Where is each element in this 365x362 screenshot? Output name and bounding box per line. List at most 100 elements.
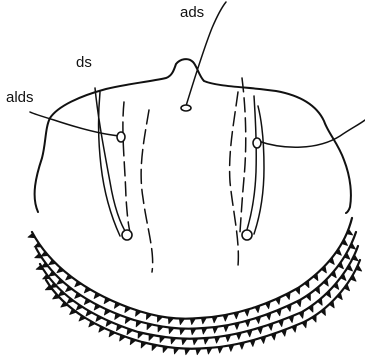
scale-tooth [261, 336, 266, 343]
scale-tooth [49, 271, 56, 276]
scale-tooth [182, 339, 187, 345]
scale-tooth [229, 345, 234, 352]
scale-tooth [147, 324, 152, 330]
scale-tooth [338, 262, 344, 269]
scale-tooth [321, 308, 326, 315]
scale-tooth [226, 335, 231, 342]
scale-tooth [218, 347, 223, 353]
scale-tooth [234, 312, 239, 319]
scale-tooth [190, 318, 195, 324]
scale-tooth [75, 293, 82, 299]
scale-tooth [130, 339, 136, 345]
label-ads: ads [180, 4, 204, 21]
scale-tooth [255, 306, 260, 313]
scale-tooth [43, 274, 50, 279]
scale-tooth [193, 339, 198, 345]
scale-tooth [75, 281, 82, 287]
scale-tooth [333, 282, 338, 289]
scale-tooth [158, 326, 163, 332]
ads-socket [181, 105, 191, 111]
scale-tooth [250, 340, 255, 347]
right-inner-ridge [230, 92, 239, 266]
scale-tooth [185, 349, 190, 355]
left-dorsal-socket [122, 230, 132, 240]
alds-seta [30, 112, 120, 136]
scale-tooth [174, 348, 179, 354]
scale-tooth [256, 316, 261, 323]
scale-tooth [240, 342, 245, 349]
scale-tooth [149, 334, 154, 340]
scale-tooth [152, 344, 157, 350]
scale-tooth [247, 330, 252, 337]
scale-tooth [268, 323, 273, 330]
scale-tooth [65, 286, 72, 291]
scale-tooth [196, 349, 201, 355]
scale-tooth [213, 327, 218, 333]
scale-tooth [163, 346, 168, 352]
scale-tooth [138, 332, 143, 338]
scale-tooth [169, 327, 174, 333]
scale-tooth [304, 280, 308, 287]
scale-tooth [204, 338, 209, 344]
scale-tooth [191, 329, 196, 335]
scale-tooth [34, 243, 41, 247]
scale-tooth [337, 293, 342, 300]
right-lateral-seta [258, 120, 365, 147]
scale-tooth [157, 316, 162, 322]
scale-tooth [70, 309, 77, 314]
left-inner-ridge [141, 110, 153, 272]
scale-tooth [341, 274, 347, 281]
left-inner-seta [99, 92, 120, 236]
scale-tooth [331, 271, 336, 278]
scale-row-1 [32, 218, 352, 319]
scale-tooth [41, 263, 48, 268]
scale-tooth [329, 257, 334, 264]
right-dorsal-seta [245, 96, 256, 236]
scale-tooth [309, 305, 313, 312]
scale-tooth [315, 286, 320, 293]
scale-tooth [76, 304, 83, 310]
right-outer-ridge [240, 78, 246, 232]
scale-tooth [146, 313, 151, 319]
scale-tooth [136, 321, 142, 327]
label-ds: ds [76, 54, 92, 71]
scale-tooth [258, 327, 263, 334]
scale-tooth [312, 315, 316, 322]
alds-socket [117, 132, 125, 142]
scale-tooth [57, 279, 64, 284]
scale-tooth [66, 275, 73, 280]
scale-tooth [171, 338, 176, 344]
left-outer-ridge [123, 102, 130, 232]
scale-tooth [245, 320, 250, 327]
scale-tooth [215, 337, 220, 343]
scale-tooth [67, 298, 74, 303]
scale-tooth [329, 301, 334, 308]
scale-tooth [180, 329, 185, 335]
scale-tooth [207, 348, 212, 354]
scale-tooth [41, 251, 48, 256]
scale-tooth [79, 315, 86, 321]
scale-tooth [49, 260, 56, 265]
scale-tooth [317, 298, 322, 305]
scale-tooth [212, 316, 217, 322]
scale-tooth [234, 323, 239, 330]
scale-tooth [168, 318, 173, 324]
scale-tooth [344, 284, 349, 291]
scale-tooth [313, 273, 318, 280]
scale-tooth [271, 333, 276, 340]
scale-tooth [306, 293, 310, 300]
scale-tooth [57, 267, 64, 272]
scale-tooth [58, 291, 65, 296]
scale-tooth [201, 318, 206, 324]
scale-tooth [245, 309, 250, 316]
scale-tooth [61, 302, 68, 307]
scale-tooth [224, 325, 229, 332]
scale-tooth [323, 279, 328, 286]
scale-tooth [223, 314, 228, 321]
scale-tooth [141, 342, 146, 348]
scale-tooth [236, 333, 241, 340]
scale-tooth [326, 291, 331, 298]
scale-tooth [202, 328, 207, 334]
right-lateral-socket [253, 138, 261, 148]
